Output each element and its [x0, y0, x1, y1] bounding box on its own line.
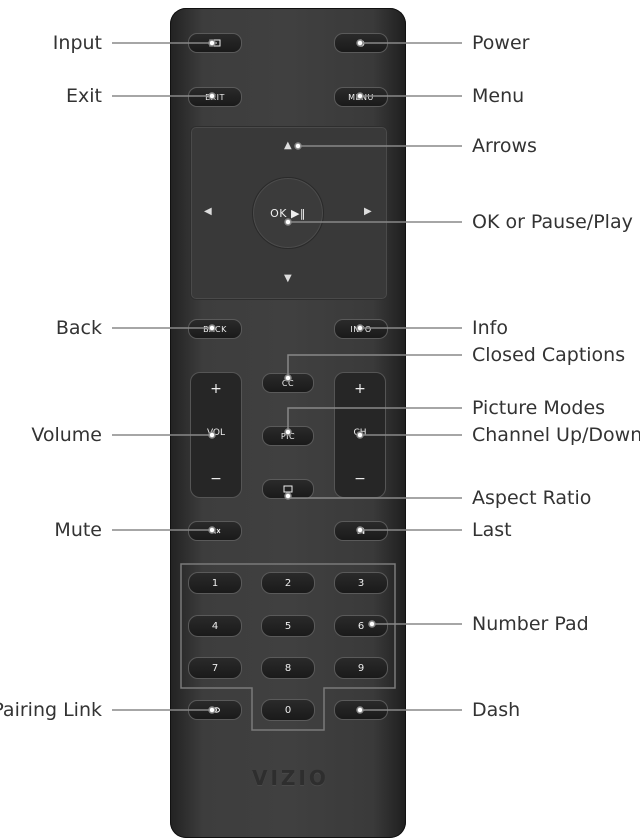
pairing-link-icon: [210, 707, 220, 713]
aspect-ratio-icon: [283, 485, 293, 493]
arrow-down-button[interactable]: ▼: [284, 273, 292, 284]
mute-button[interactable]: [188, 521, 242, 541]
channel-up-button[interactable]: +: [354, 381, 366, 397]
number-key-6[interactable]: 6: [334, 615, 388, 637]
label-aspect-ratio: Aspect Ratio: [472, 487, 592, 509]
arrow-up-button[interactable]: ▲: [284, 140, 292, 151]
brand-logo: VIZIO: [252, 766, 329, 790]
number-key-0[interactable]: 0: [261, 699, 315, 721]
label-menu: Menu: [472, 85, 525, 107]
closed-captions-button[interactable]: CC: [262, 373, 314, 393]
back-button[interactable]: BACK: [188, 319, 242, 339]
volume-rocker[interactable]: + VOL −: [190, 372, 242, 498]
number-key-5[interactable]: 5: [261, 615, 315, 637]
label-exit: Exit: [66, 85, 102, 107]
input-icon: [209, 39, 221, 47]
arrow-right-button[interactable]: ▶: [364, 206, 372, 217]
number-key-1[interactable]: 1: [188, 572, 242, 594]
dash-button[interactable]: −: [334, 700, 388, 720]
menu-button[interactable]: MENU: [334, 87, 388, 107]
label-number-pad: Number Pad: [472, 613, 589, 635]
label-channel-up-down: Channel Up/Down: [472, 424, 640, 446]
number-key-4[interactable]: 4: [188, 615, 242, 637]
mute-icon: [211, 528, 221, 534]
label-dash: Dash: [472, 699, 521, 721]
ok-pause-play-button[interactable]: OK ▶‖: [252, 177, 324, 249]
last-button[interactable]: [334, 521, 388, 541]
number-key-7[interactable]: 7: [188, 657, 242, 679]
number-key-8[interactable]: 8: [261, 657, 315, 679]
number-key-3[interactable]: 3: [334, 572, 388, 594]
label-info: Info: [472, 317, 508, 339]
ok-label: OK ▶‖: [270, 206, 306, 220]
channel-label: CH: [353, 428, 367, 438]
picture-modes-button[interactable]: PIC: [262, 426, 314, 446]
label-back: Back: [55, 317, 102, 339]
volume-label: VOL: [206, 428, 226, 438]
last-icon: [357, 526, 365, 534]
label-power: Power: [472, 32, 530, 54]
exit-button[interactable]: EXIT: [188, 87, 242, 107]
label-pairing-link: Pairing Link: [0, 699, 102, 721]
aspect-ratio-button[interactable]: [262, 479, 314, 499]
number-key-9[interactable]: 9: [334, 657, 388, 679]
power-button[interactable]: [334, 33, 388, 53]
label-last: Last: [472, 519, 512, 541]
label-picture-modes: Picture Modes: [472, 397, 606, 419]
arrow-left-button[interactable]: ◀: [204, 206, 212, 217]
label-volume: Volume: [31, 424, 102, 446]
pairing-link-button[interactable]: [188, 700, 242, 720]
label-ok-pause-play: OK or Pause/Play: [472, 211, 633, 233]
number-key-2[interactable]: 2: [261, 572, 315, 594]
volume-down-button[interactable]: −: [210, 471, 222, 487]
label-closed-captions: Closed Captions: [472, 344, 626, 366]
label-input: Input: [52, 32, 102, 54]
channel-down-button[interactable]: −: [354, 471, 366, 487]
volume-up-button[interactable]: +: [210, 381, 222, 397]
power-icon: [357, 39, 365, 47]
label-arrows: Arrows: [472, 135, 537, 157]
input-button[interactable]: [188, 33, 242, 53]
info-button[interactable]: INFO: [334, 319, 388, 339]
label-mute: Mute: [54, 519, 102, 541]
channel-rocker[interactable]: + CH −: [334, 372, 386, 498]
